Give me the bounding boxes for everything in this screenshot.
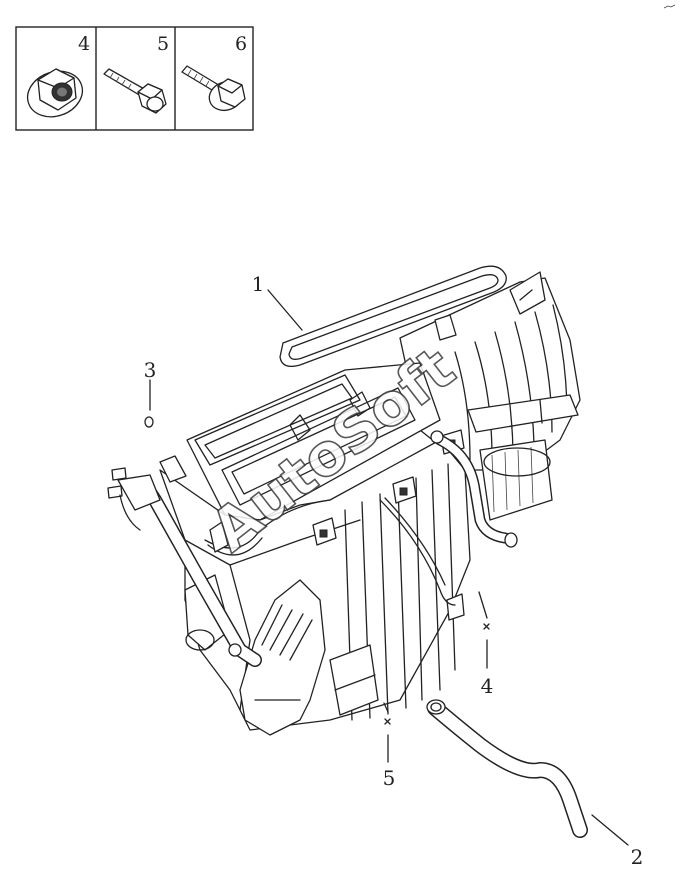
hex-bolt-icon xyxy=(103,68,167,114)
leader-1 xyxy=(267,289,303,331)
legend-number-4: 4 xyxy=(78,33,90,55)
callout-3: 3 xyxy=(144,358,157,382)
flange-nut-icon xyxy=(26,68,84,118)
leader-4-upper xyxy=(478,591,488,619)
hvac-heater-assembly xyxy=(107,265,581,736)
leader-2 xyxy=(591,814,629,846)
blower-motor xyxy=(479,439,553,521)
left-air-duct xyxy=(239,579,326,736)
callout-leaders xyxy=(149,289,629,846)
legend-number-6: 6 xyxy=(235,33,247,55)
callout-2: 2 xyxy=(631,845,644,869)
seal-gasket xyxy=(279,265,507,368)
heater-pipes xyxy=(107,455,262,667)
o-ring xyxy=(144,416,154,428)
x-mark-4 xyxy=(483,623,490,630)
callout-1: 1 xyxy=(252,272,265,296)
callout-5: 5 xyxy=(383,766,396,790)
fastener-legend: 4 5 6 xyxy=(15,26,254,131)
left-actuator-motor xyxy=(184,574,231,651)
flange-bolt-icon xyxy=(181,65,246,112)
corner-mark xyxy=(663,4,676,9)
refrigerant-elbow xyxy=(430,430,518,548)
x-mark-5 xyxy=(384,718,391,725)
leader-5-upper xyxy=(383,702,389,713)
legend-number-5: 5 xyxy=(157,33,169,55)
wiring-harness xyxy=(204,314,457,606)
top-air-duct-frame xyxy=(186,362,441,521)
callout-4: 4 xyxy=(481,674,494,698)
drain-hose xyxy=(426,699,588,838)
